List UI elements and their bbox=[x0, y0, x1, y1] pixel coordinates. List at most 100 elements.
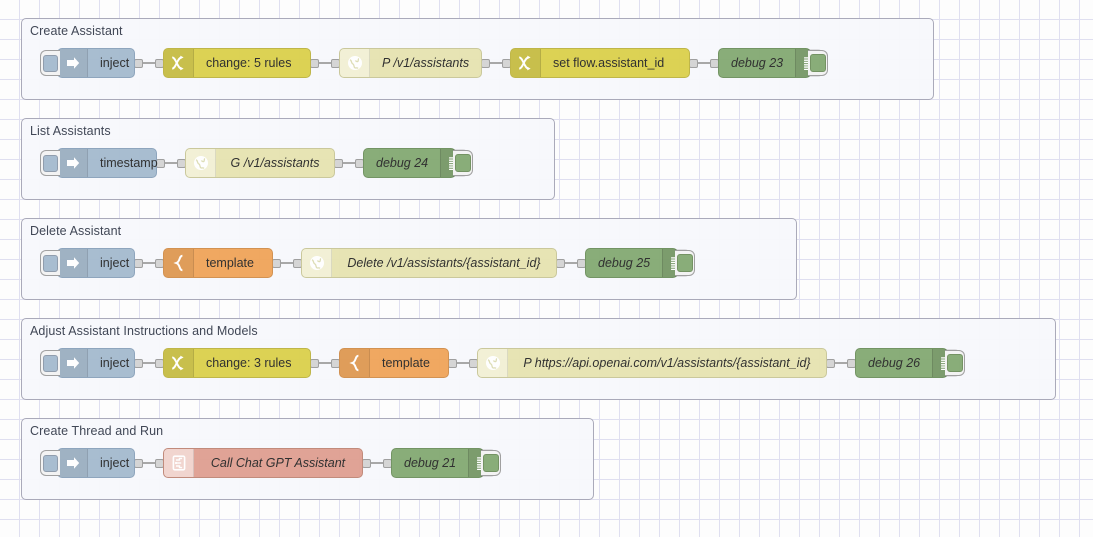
inject-button-swatch bbox=[43, 454, 58, 472]
flow-group-create-assistant[interactable]: Create Assistant inject change: 5 rules P /… bbox=[21, 18, 934, 100]
node-change[interactable]: change: 3 rules bbox=[163, 348, 311, 378]
node-output-port[interactable] bbox=[826, 358, 835, 368]
debug-toggle-button[interactable] bbox=[453, 150, 473, 176]
node-row: timestamp G /v1/assistants debug 24 bbox=[40, 146, 474, 180]
flow-group-adjust-assistant-instructions-and-models[interactable]: Adjust Assistant Instructions and Models… bbox=[21, 318, 1056, 400]
node-row: inject change: 5 rules P /v1/assistants set… bbox=[40, 46, 829, 80]
inject-trigger-button[interactable] bbox=[40, 450, 60, 476]
node-label: P https://api.openai.com/v1/assistants/{… bbox=[523, 356, 811, 370]
connection-wire[interactable] bbox=[143, 262, 155, 264]
subflow-icon bbox=[164, 449, 194, 477]
inject-trigger-button[interactable] bbox=[40, 50, 60, 76]
node-inject[interactable]: inject bbox=[40, 48, 135, 78]
inject-button-swatch bbox=[43, 354, 58, 372]
node-output-port[interactable] bbox=[689, 58, 698, 68]
node-change[interactable]: set flow.assistant_id bbox=[510, 48, 690, 78]
connection-wire[interactable] bbox=[165, 162, 177, 164]
node-subflow[interactable]: Call Chat GPT Assistant bbox=[163, 448, 363, 478]
globe-icon bbox=[478, 349, 508, 377]
node-label: Call Chat GPT Assistant bbox=[210, 456, 346, 470]
swap-arrows-icon bbox=[164, 349, 194, 377]
inject-arrow-icon bbox=[58, 149, 88, 177]
debug-toggle-button[interactable] bbox=[675, 250, 695, 276]
node-output-port[interactable] bbox=[272, 258, 281, 268]
inject-trigger-button[interactable] bbox=[40, 250, 60, 276]
node-inject[interactable]: inject bbox=[40, 248, 135, 278]
debug-toggle-button[interactable] bbox=[945, 350, 965, 376]
connection-wire[interactable] bbox=[835, 362, 847, 364]
node-label: template bbox=[382, 356, 430, 370]
node-output-port[interactable] bbox=[310, 58, 319, 68]
inject-arrow-icon bbox=[58, 49, 88, 77]
node-debug[interactable]: debug 24 bbox=[363, 148, 473, 178]
connection-wire[interactable] bbox=[281, 262, 293, 264]
connection-wire[interactable] bbox=[143, 362, 155, 364]
inject-trigger-button[interactable] bbox=[40, 350, 60, 376]
node-output-port[interactable] bbox=[481, 58, 490, 68]
connection-wire[interactable] bbox=[371, 462, 383, 464]
debug-button-swatch bbox=[482, 454, 499, 472]
node-label: change: 5 rules bbox=[206, 56, 292, 70]
debug-toggle-button[interactable] bbox=[481, 450, 501, 476]
debug-button-swatch bbox=[809, 54, 826, 72]
globe-icon bbox=[186, 149, 216, 177]
node-output-port[interactable] bbox=[362, 458, 371, 468]
connection-wire[interactable] bbox=[319, 362, 331, 364]
node-debug[interactable]: debug 21 bbox=[391, 448, 501, 478]
node-label: debug 25 bbox=[598, 256, 651, 270]
node-label: change: 3 rules bbox=[206, 356, 292, 370]
node-output-port[interactable] bbox=[556, 258, 565, 268]
node-http[interactable]: P https://api.openai.com/v1/assistants/{… bbox=[477, 348, 827, 378]
node-output-port[interactable] bbox=[310, 358, 319, 368]
node-debug[interactable]: debug 25 bbox=[585, 248, 695, 278]
node-label: G /v1/assistants bbox=[230, 156, 320, 170]
connection-wire[interactable] bbox=[565, 262, 577, 264]
connection-wire[interactable] bbox=[343, 162, 355, 164]
node-output-port[interactable] bbox=[448, 358, 457, 368]
group-label: Create Assistant bbox=[30, 24, 123, 38]
group-label: List Assistants bbox=[30, 124, 111, 138]
flow-group-list-assistants[interactable]: List Assistants timestamp G /v1/assistants… bbox=[21, 118, 555, 200]
inject-arrow-icon bbox=[58, 349, 88, 377]
inject-arrow-icon bbox=[58, 449, 88, 477]
node-label: inject bbox=[100, 456, 130, 470]
node-debug[interactable]: debug 26 bbox=[855, 348, 965, 378]
inject-trigger-button[interactable] bbox=[40, 150, 60, 176]
node-inject[interactable]: timestamp bbox=[40, 148, 158, 178]
connection-wire[interactable] bbox=[698, 62, 710, 64]
node-debug[interactable]: debug 23 bbox=[718, 48, 828, 78]
debug-toggle-button[interactable] bbox=[808, 50, 828, 76]
globe-icon bbox=[340, 49, 370, 77]
inject-button-swatch bbox=[43, 254, 58, 272]
connection-wire[interactable] bbox=[143, 462, 155, 464]
inject-arrow-icon bbox=[58, 249, 88, 277]
node-label: set flow.assistant_id bbox=[553, 56, 665, 70]
node-inject[interactable]: inject bbox=[40, 348, 135, 378]
node-label: debug 26 bbox=[868, 356, 921, 370]
node-label: inject bbox=[100, 256, 130, 270]
debug-button-swatch bbox=[676, 254, 693, 272]
node-inject[interactable]: inject bbox=[40, 448, 135, 478]
node-output-port[interactable] bbox=[334, 158, 343, 168]
node-http[interactable]: G /v1/assistants bbox=[185, 148, 335, 178]
node-template[interactable]: template bbox=[339, 348, 449, 378]
node-template[interactable]: template bbox=[163, 248, 273, 278]
connection-wire[interactable] bbox=[143, 62, 155, 64]
globe-icon bbox=[302, 249, 332, 277]
node-label: template bbox=[206, 256, 254, 270]
connection-wire[interactable] bbox=[490, 62, 502, 64]
node-change[interactable]: change: 5 rules bbox=[163, 48, 311, 78]
node-http[interactable]: P /v1/assistants bbox=[339, 48, 482, 78]
node-label: debug 24 bbox=[376, 156, 429, 170]
connection-wire[interactable] bbox=[457, 362, 469, 364]
inject-button-swatch bbox=[43, 154, 58, 172]
node-label: timestamp bbox=[100, 156, 158, 170]
swap-arrows-icon bbox=[511, 49, 541, 77]
node-label: debug 23 bbox=[731, 56, 784, 70]
debug-button-swatch bbox=[946, 354, 963, 372]
node-http[interactable]: Delete /v1/assistants/{assistant_id} bbox=[301, 248, 557, 278]
connection-wire[interactable] bbox=[319, 62, 331, 64]
